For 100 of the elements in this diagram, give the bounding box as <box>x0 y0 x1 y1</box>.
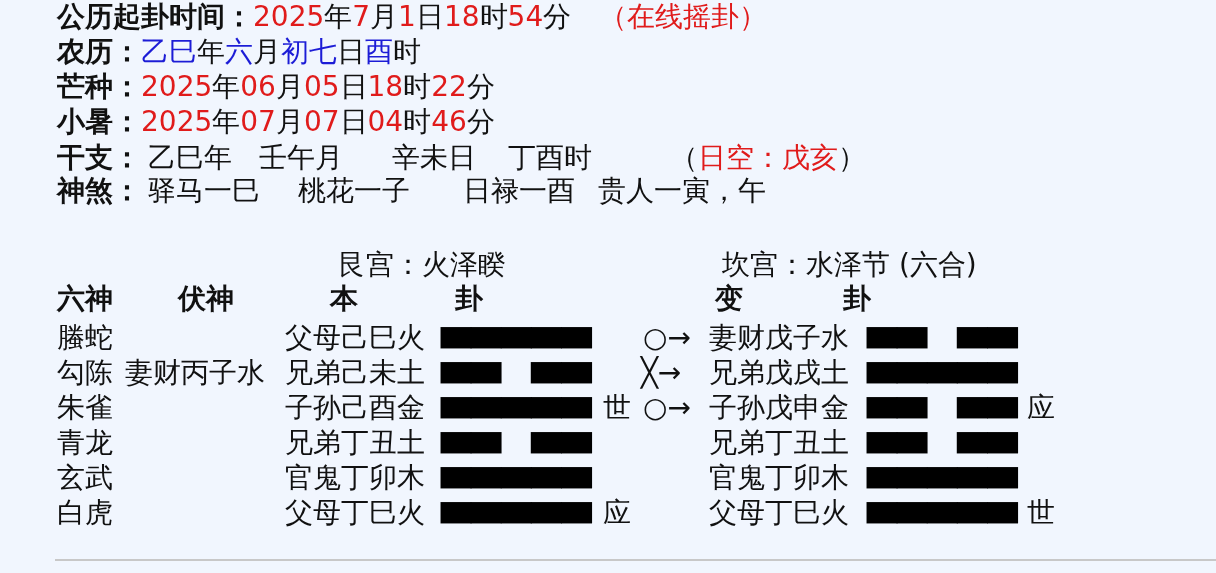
value-text: 乙巳 <box>141 35 197 69</box>
value-text: 时 <box>479 0 508 34</box>
value-text: 分 <box>543 0 572 34</box>
value-text: 18 <box>367 70 404 104</box>
value-text: 时 <box>403 105 432 139</box>
value-text: 六 <box>225 35 253 69</box>
table-text: 子孙己酉金 <box>285 391 425 425</box>
table-text: 兄弟丁丑土 <box>285 426 425 460</box>
value-text: 初七 <box>281 35 337 69</box>
value-text: 54 <box>507 0 544 34</box>
value-text: 22 <box>431 70 467 104</box>
hexagram-line: █████ <box>441 399 592 417</box>
value-text: 年 <box>212 70 241 104</box>
value-text: 时 <box>393 35 421 69</box>
column-header: 变 <box>715 282 743 316</box>
value-text: 驿马一巳 <box>148 174 260 208</box>
value-text: 分 <box>466 105 495 139</box>
table-text: 妻财戊子水 <box>709 321 849 355</box>
value-text: 年 <box>212 105 241 139</box>
value-text: 月 <box>253 35 281 69</box>
value-text: 日 <box>415 0 444 34</box>
hexagram-line: █████ <box>441 504 592 522</box>
table-text: 官鬼丁卯木 <box>709 461 849 495</box>
position-mark: 世 <box>603 391 631 425</box>
value-text: 酉 <box>365 35 393 69</box>
value-text: 05 <box>303 70 340 104</box>
value-text: 日禄一酉 <box>463 174 575 208</box>
table-text: 父母丁巳火 <box>285 496 425 530</box>
value-text: ） <box>838 141 866 175</box>
field-label: 公历起卦时间： <box>57 0 253 34</box>
field-label: 小暑： <box>57 105 141 139</box>
table-text: 兄弟己未土 <box>285 356 425 390</box>
table-text: 兄弟戊戌土 <box>709 356 849 390</box>
change-mark: ╳→ <box>641 356 682 390</box>
column-header: 六神 <box>57 282 113 316</box>
table-text: 父母丁巳火 <box>709 496 849 530</box>
table-text: 父母己巳火 <box>285 321 425 355</box>
value-text: 04 <box>367 105 404 139</box>
value-text: 乙巳年 <box>148 141 232 175</box>
value-text: 1 <box>398 0 416 34</box>
value-text: 日 <box>339 70 368 104</box>
value-text: 2025 <box>141 70 213 104</box>
table-text: 朱雀 <box>57 391 113 425</box>
hexagram-line: ██ ██ <box>867 399 1018 417</box>
change-mark: ○→ <box>643 321 691 355</box>
value-text: 年 <box>197 35 225 69</box>
value-text: 月 <box>370 0 399 34</box>
value-text: 日 <box>337 35 365 69</box>
value-text: 桃花一子 <box>298 174 410 208</box>
field-label: 神煞： <box>57 174 141 208</box>
hexagram-line: █████ <box>867 469 1018 487</box>
hexagram-line: ██ ██ <box>441 434 592 452</box>
value-text: 日空：戊亥 <box>698 141 838 175</box>
column-header: 卦 <box>455 282 483 316</box>
value-text: 贵人一寅，午 <box>598 174 766 208</box>
value-text: 时 <box>403 70 432 104</box>
table-text: 兄弟丁丑土 <box>709 426 849 460</box>
position-mark: 世 <box>1027 496 1055 530</box>
value-text: 月 <box>275 70 304 104</box>
hexagram-line: ██ ██ <box>441 364 592 382</box>
palace-title: 艮宫：火泽睽 <box>338 248 506 282</box>
change-mark: ○→ <box>643 391 691 425</box>
value-text: 壬午月 <box>259 141 343 175</box>
value-text: 日 <box>339 105 368 139</box>
value-text: 2025 <box>253 0 325 34</box>
value-text: 06 <box>240 70 276 104</box>
field-label: 干支： <box>57 141 141 175</box>
value-text: 7 <box>352 0 371 34</box>
column-header: 本 <box>330 282 358 316</box>
value-text: 18 <box>443 0 480 34</box>
table-text: 妻财丙子水 <box>125 356 265 390</box>
hexagram-line: █████ <box>441 329 592 347</box>
column-header: 卦 <box>843 282 871 316</box>
hexagram-line: █████ <box>867 504 1018 522</box>
value-text: （ <box>670 141 698 175</box>
hexagram-line: ██ ██ <box>867 434 1018 452</box>
value-text: 2025 <box>141 105 213 139</box>
palace-title: 坎宫：水泽节 (六合) <box>722 248 977 282</box>
table-text: 勾陈 <box>57 356 113 390</box>
table-text: 螣蛇 <box>57 321 113 355</box>
value-text: 辛未日 <box>392 141 476 175</box>
value-text: 月 <box>275 105 304 139</box>
value-text: （在线摇卦） <box>599 0 768 34</box>
hexagram-line: █████ <box>441 469 592 487</box>
column-header: 伏神 <box>178 282 234 316</box>
field-label: 芒种： <box>57 70 141 104</box>
field-label: 农历： <box>57 35 141 69</box>
table-text: 子孙戊申金 <box>709 391 849 425</box>
value-text: 07 <box>240 105 276 139</box>
hexagram-line: ██ ██ <box>867 329 1018 347</box>
position-mark: 应 <box>1027 391 1055 425</box>
value-text: 分 <box>466 70 495 104</box>
value-text: 46 <box>431 105 467 139</box>
position-mark: 应 <box>603 496 631 530</box>
value-text: 年 <box>324 0 353 34</box>
table-text: 青龙 <box>57 426 113 460</box>
table-text: 白虎 <box>57 496 113 530</box>
value-text: 07 <box>303 105 340 139</box>
table-text: 官鬼丁卯木 <box>285 461 425 495</box>
hexagram-line: █████ <box>867 364 1018 382</box>
